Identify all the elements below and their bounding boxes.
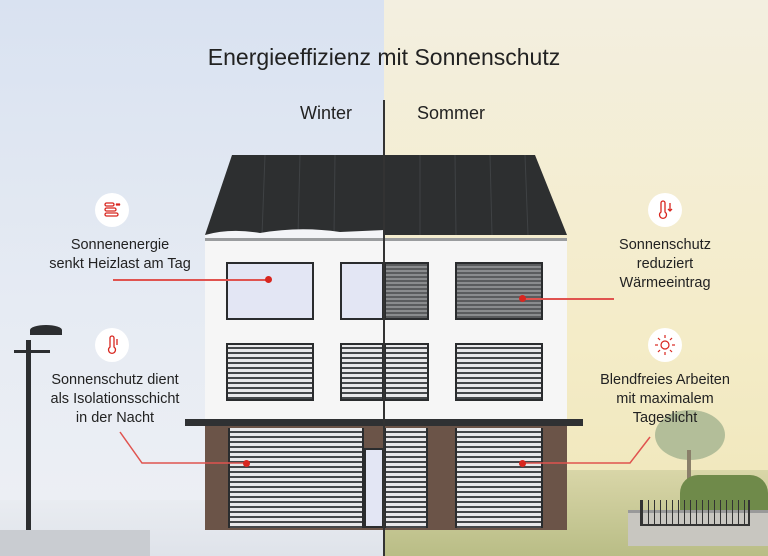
window-summer-2 <box>455 262 543 320</box>
pointer-dot <box>519 295 526 302</box>
callout-line: als Isolationsschicht <box>50 391 180 407</box>
window-winter-4 <box>340 343 384 401</box>
window-winter-3 <box>226 343 314 401</box>
sun-icon <box>648 328 682 362</box>
bench <box>640 500 750 526</box>
season-label-winter: Winter <box>300 103 353 123</box>
street-lamp-pole <box>26 340 31 540</box>
shopfront-summer-1 <box>384 428 428 528</box>
street-lamp-arm <box>14 350 50 353</box>
shopfront-summer-2 <box>455 428 543 528</box>
callout-line: Sonnenschutz dient <box>51 372 179 388</box>
callout-line: Sonnenenergie <box>70 237 170 253</box>
callout-heat-load: Sonnenenergie senkt Heizlast am Tag <box>40 236 200 274</box>
window-winter-1 <box>226 262 314 320</box>
thermometer-down-icon <box>648 193 682 227</box>
thermometer-icon <box>95 328 129 362</box>
callout-line: in der Nacht <box>75 410 155 426</box>
season-label-summer: Sommer <box>417 103 486 123</box>
callout-line: senkt Heizlast am Tag <box>49 256 191 272</box>
callout-line: reduziert <box>636 256 694 272</box>
pointer-dot <box>243 460 250 467</box>
callout-heat-gain: Sonnenschutz reduziert Wärmeeintrag <box>580 236 750 293</box>
callout-line: Sonnenschutz <box>619 237 711 253</box>
shopfront-winter <box>228 428 364 528</box>
callout-line: Wärmeeintrag <box>619 275 711 291</box>
callout-line: Tageslicht <box>632 410 698 426</box>
street-lamp-head <box>30 325 62 335</box>
callout-line: mit maximalem <box>616 391 714 407</box>
window-summer-4 <box>455 343 543 401</box>
season-divider <box>383 100 385 556</box>
callout-line: Blendfreies Arbeiten <box>600 372 730 388</box>
street-lamp-base <box>0 530 150 556</box>
callout-glare-free: Blendfreies Arbeiten mit maximalem Tages… <box>580 371 750 428</box>
tree-trunk <box>687 450 691 490</box>
window-summer-1 <box>384 262 429 320</box>
heat-load-icon <box>95 193 129 227</box>
pointer-dot <box>265 276 272 283</box>
window-summer-3 <box>384 343 429 401</box>
pointer-line <box>113 279 268 281</box>
page-title: Energieeffizienz mit Sonnenschutz <box>207 44 561 70</box>
pointer-line <box>522 298 614 300</box>
callout-insulation: Sonnenschutz dient als Isolationsschicht… <box>30 371 200 428</box>
pointer-dot <box>519 460 526 467</box>
